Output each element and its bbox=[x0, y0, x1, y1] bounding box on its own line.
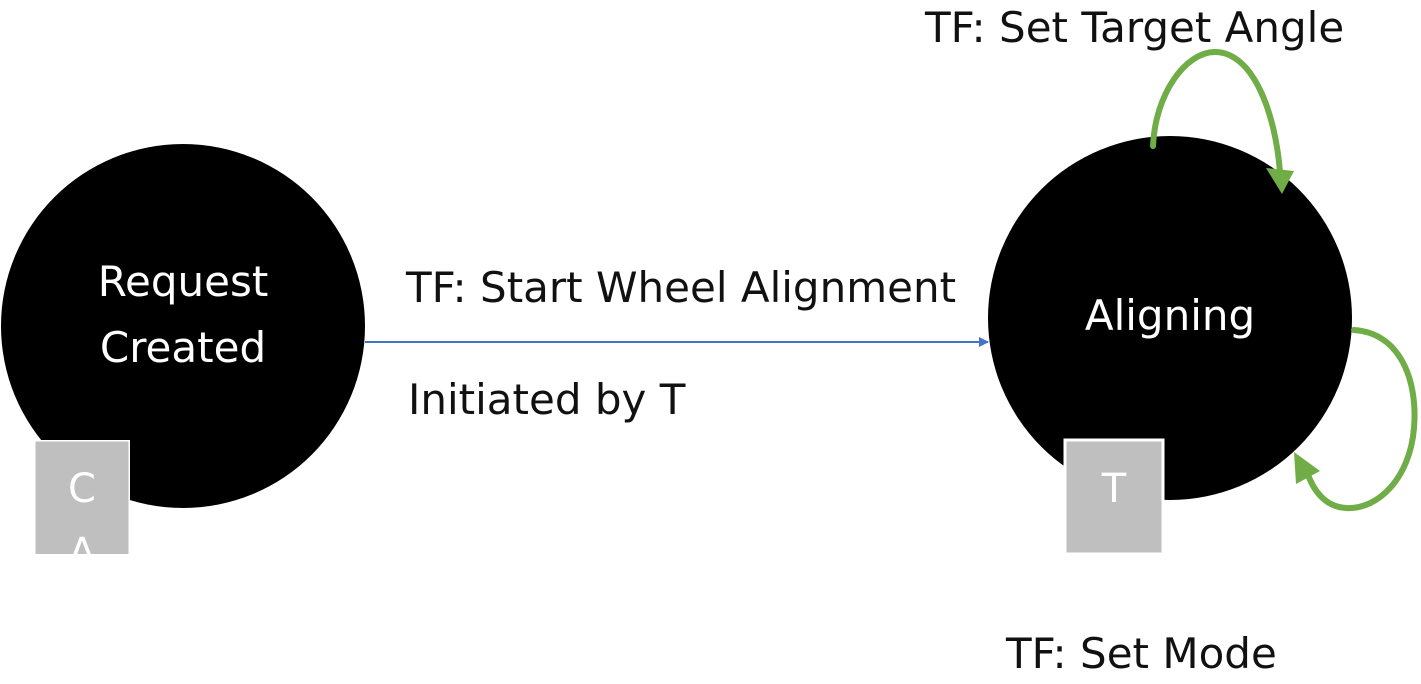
state-request-created-badge-line-1: C bbox=[68, 466, 96, 512]
state-aligning-badge-box bbox=[1063, 438, 1165, 556]
transition-set-target-angle-arrowhead bbox=[1266, 168, 1294, 194]
transition-set-target-angle-label: TF: Set Target Angle bbox=[924, 3, 1344, 52]
state-request-created-badge: C A bbox=[34, 440, 130, 576]
transition-set-mode-loop bbox=[1304, 327, 1418, 512]
transition-set-target-angle: TF: Set Target Angle bbox=[924, 3, 1344, 194]
state-request-created-circle bbox=[1, 144, 365, 508]
transition-start-wheel-alignment-label: TF: Start Wheel Alignment bbox=[405, 263, 956, 312]
state-request-created-badge-line-2: A bbox=[68, 530, 96, 576]
state-request-created-badge-box bbox=[34, 440, 130, 554]
transition-set-mode-label: TF: Set Mode bbox=[1005, 629, 1277, 678]
transition-start-wheel-alignment: TF: Start Wheel Alignment Initiated by T bbox=[365, 263, 989, 424]
state-aligning-label: Aligning bbox=[1085, 291, 1255, 340]
state-aligning-badge-label: T bbox=[1101, 466, 1127, 512]
state-request-created: Request Created C A bbox=[1, 144, 365, 576]
state-aligning-badge: T bbox=[1063, 438, 1165, 556]
transition-set-mode-arrowhead bbox=[1294, 452, 1320, 484]
state-aligning-circle bbox=[988, 136, 1352, 500]
state-request-created-label-line-1: Request bbox=[98, 257, 269, 306]
state-request-created-label-line-2: Created bbox=[100, 323, 266, 372]
transition-start-wheel-alignment-sublabel: Initiated by T bbox=[408, 375, 686, 424]
transition-set-target-angle-loop bbox=[1150, 48, 1283, 175]
state-aligning: Aligning T bbox=[988, 136, 1352, 556]
transition-set-mode: TF: Set Mode bbox=[1005, 327, 1418, 678]
